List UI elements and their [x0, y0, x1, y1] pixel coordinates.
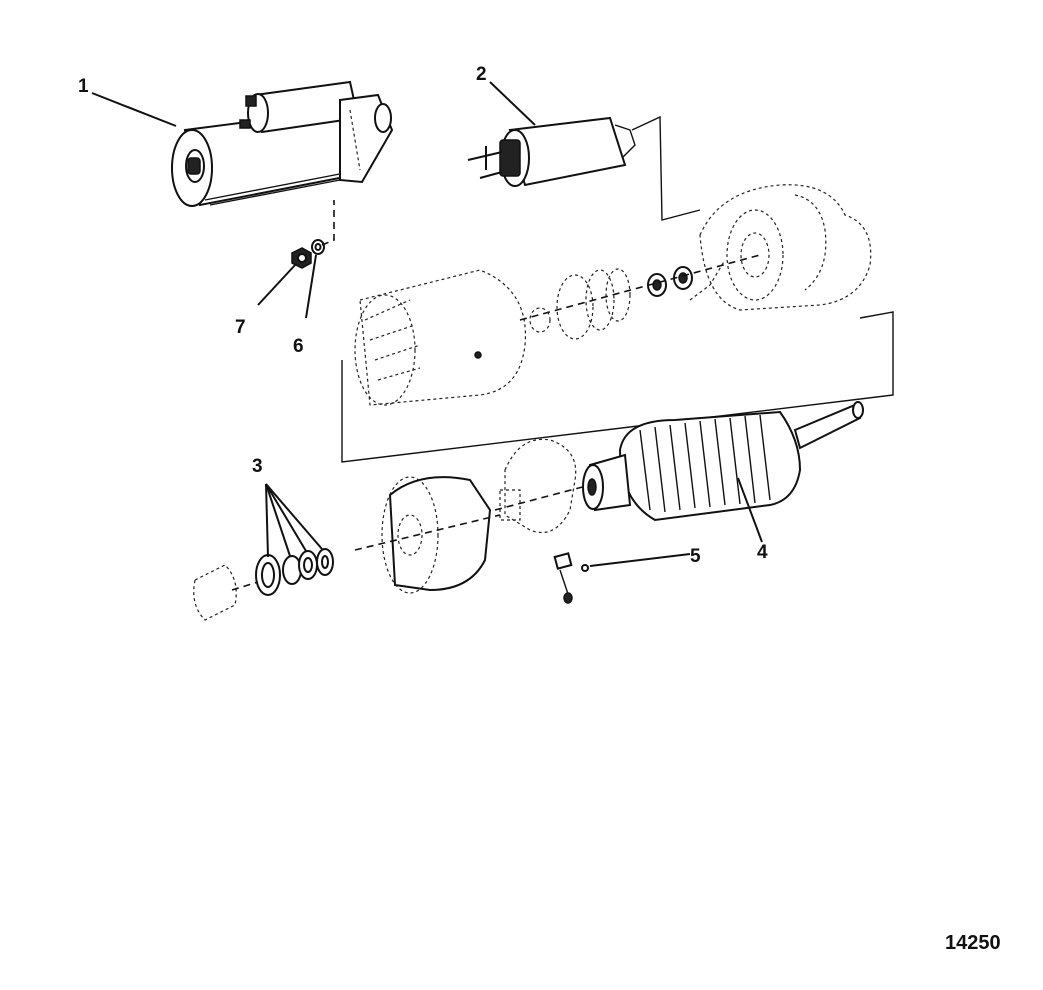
callout-5: 5 [690, 546, 701, 567]
field-frame [354, 269, 527, 406]
armature [582, 401, 864, 522]
drive-end-housing [699, 184, 872, 311]
callout-2: 2 [476, 64, 487, 85]
callout-1: 1 [78, 76, 89, 97]
solenoid-bracket-line [631, 115, 701, 221]
callout-6: 6 [293, 336, 304, 357]
figure-number: 14250 [945, 932, 1001, 954]
armature-bracket-line [341, 311, 894, 463]
commutator-end-frame [354, 476, 501, 594]
leader-lines [91, 81, 763, 567]
brush-plate [494, 438, 591, 534]
starter-motor-assembly [171, 80, 394, 207]
brush-and-spring [553, 552, 589, 604]
end-cap [193, 564, 259, 621]
callout-7: 7 [235, 317, 246, 338]
solenoid [467, 116, 636, 187]
washers [255, 548, 334, 596]
callout-4: 4 [757, 542, 768, 563]
nut-and-washer [291, 200, 335, 269]
drive-pinion-parts [519, 254, 761, 340]
callout-3: 3 [252, 456, 263, 477]
